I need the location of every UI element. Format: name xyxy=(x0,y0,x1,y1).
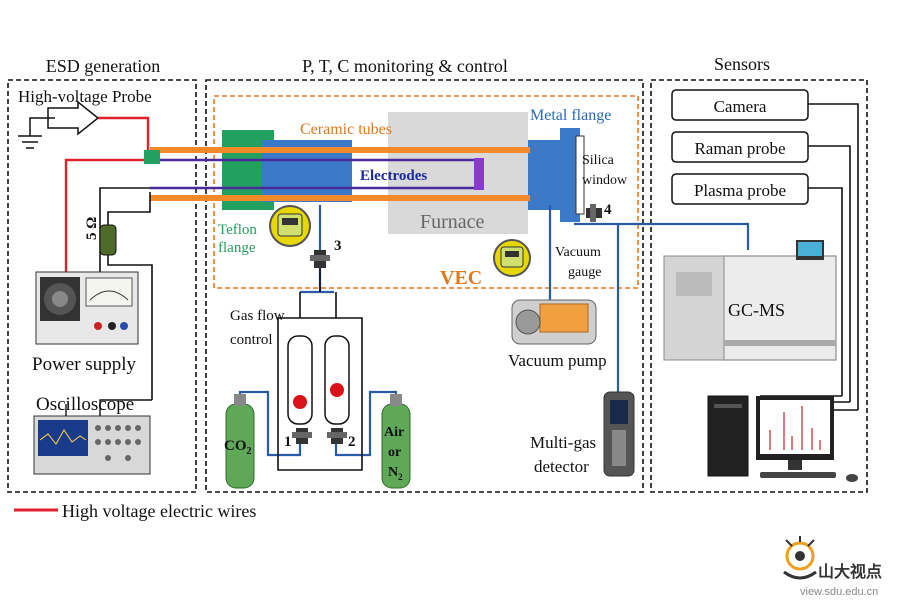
camera-label: Camera xyxy=(714,97,767,116)
air-cylinder xyxy=(381,394,411,489)
metal-flange-cap xyxy=(560,128,580,222)
vacuum-pump-label: Vacuum pump xyxy=(508,351,607,370)
ceramic-tube-bottom xyxy=(150,195,530,201)
sensors-section-title: Sensors xyxy=(714,54,770,74)
hv-probe-icon xyxy=(47,100,100,136)
electrodes-label: Electrodes xyxy=(360,168,427,184)
oscilloscope-device xyxy=(33,415,151,475)
ptc-section-frame xyxy=(205,79,644,493)
hv-wire-2 xyxy=(64,158,148,275)
hv-wire-1 xyxy=(98,116,150,158)
multigas-detector-device xyxy=(603,391,635,477)
valve-4-icon xyxy=(586,204,602,222)
ptc-section-title: P, T, C monitoring & control xyxy=(302,56,508,76)
sensors-section-frame xyxy=(650,79,868,493)
co2-cylinder xyxy=(225,394,255,489)
teflon-label-1: Teflon xyxy=(218,222,257,238)
camera-box xyxy=(671,89,809,121)
multigas-label-1: Multi-gas xyxy=(530,433,596,452)
esd-section-frame xyxy=(7,79,197,493)
gas-flow-label-1: Gas flow xyxy=(230,308,285,324)
hv-probe-label: High-voltage Probe xyxy=(18,87,152,106)
ceramic-tube-top xyxy=(150,147,530,153)
gcms-label: GC-MS xyxy=(728,300,785,320)
valve-4-label: 4 xyxy=(604,202,612,218)
valve-1-icon xyxy=(292,428,312,444)
air-label-1: Air xyxy=(384,425,404,440)
furnace-block xyxy=(388,112,528,234)
plasma-box xyxy=(671,173,809,205)
computer-device xyxy=(707,395,858,482)
vacuum-gauge-label-2: gauge xyxy=(568,265,601,280)
ceramic-tubes-label: Ceramic tubes xyxy=(300,121,392,138)
gas-flow-frame xyxy=(277,317,363,471)
gas-line-gcms xyxy=(574,222,750,250)
raman-box xyxy=(671,131,809,163)
resistor-icon xyxy=(99,224,117,256)
vacuum-gauge-label-1: Vacuum xyxy=(555,245,601,260)
pressure-gauge-teflon xyxy=(269,205,311,247)
ground-icon xyxy=(18,135,42,149)
valve-3-label: 3 xyxy=(334,238,342,254)
vacuum-gauge-icon xyxy=(493,239,531,277)
raman-label: Raman probe xyxy=(694,139,785,158)
power-supply-device xyxy=(35,271,139,345)
valve-2-label: 2 xyxy=(348,434,356,450)
wire-black-3 xyxy=(107,255,153,400)
co2-label: CO2 xyxy=(224,438,252,457)
valve-3-icon xyxy=(310,250,330,268)
air-label-2: or xyxy=(388,445,401,460)
gcms-device xyxy=(663,240,837,361)
vec-frame xyxy=(213,95,639,289)
furnace-label: Furnace xyxy=(420,211,485,233)
vacuum-pump-device xyxy=(511,299,597,345)
power-supply-label: Power supply xyxy=(32,354,136,375)
silica-window-label-2: window xyxy=(582,173,628,188)
sdu-logo-icon xyxy=(783,536,817,580)
green-connector xyxy=(144,150,160,164)
legend-hv-wire-label: High voltage electric wires xyxy=(62,501,256,521)
metal-flange-label: Metal flange xyxy=(530,107,611,124)
vec-label: VEC xyxy=(440,267,482,289)
air-label-3: N2 xyxy=(388,465,403,482)
silica-window-label-1: Silica xyxy=(582,153,615,168)
gas-flow-label-2: control xyxy=(230,332,273,348)
teflon-label-2: flange xyxy=(218,240,256,256)
plasma-label: Plasma probe xyxy=(694,181,786,200)
valve-1-label: 1 xyxy=(284,434,292,450)
valve-2-icon xyxy=(327,428,347,444)
flow-meter-1 xyxy=(287,335,313,425)
wire-black-2 xyxy=(107,192,151,225)
watermark-cn: 山大视点 xyxy=(818,562,882,581)
flow-meter-2 xyxy=(324,335,350,425)
watermark-url: view.sdu.edu.cn xyxy=(800,586,878,598)
gas-line-co2 xyxy=(238,390,302,457)
gas-line-air xyxy=(334,390,398,457)
electrode-tip xyxy=(474,158,484,190)
multigas-label-2: detector xyxy=(534,457,589,476)
oscilloscope-label: Oscilloscope xyxy=(36,394,134,415)
silica-window xyxy=(575,135,585,215)
esd-section-title: ESD generation xyxy=(46,56,160,76)
resistor-label: 5 Ω xyxy=(84,217,100,240)
